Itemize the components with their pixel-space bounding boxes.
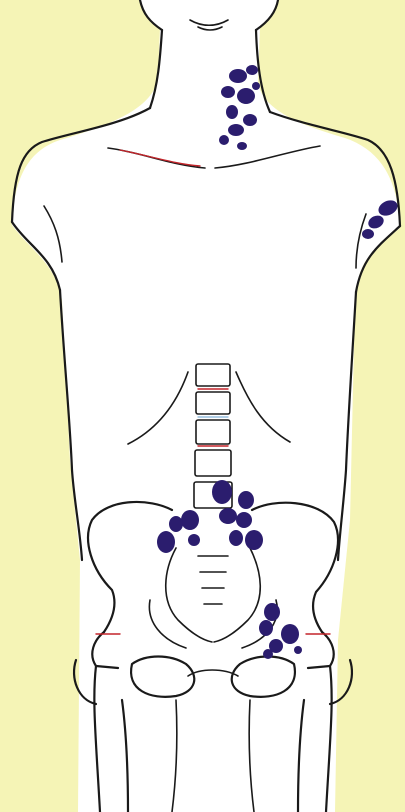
node xyxy=(252,82,260,90)
node xyxy=(157,531,175,553)
node xyxy=(237,88,255,104)
node xyxy=(243,114,257,126)
node xyxy=(181,510,199,530)
node xyxy=(294,646,302,654)
node xyxy=(221,86,235,98)
node xyxy=(188,534,200,546)
node xyxy=(237,142,247,150)
node xyxy=(245,530,263,550)
node xyxy=(263,649,273,659)
node xyxy=(229,530,243,546)
body-silhouette xyxy=(12,0,400,812)
node xyxy=(259,620,273,636)
node xyxy=(219,508,237,524)
node xyxy=(219,135,229,145)
node xyxy=(212,480,232,504)
node xyxy=(281,624,299,644)
node xyxy=(246,65,258,75)
node xyxy=(169,516,183,532)
node xyxy=(238,491,254,509)
node xyxy=(226,105,238,119)
node xyxy=(264,603,280,621)
node xyxy=(228,124,244,136)
node xyxy=(229,69,247,83)
node xyxy=(236,512,252,528)
node xyxy=(362,229,374,239)
